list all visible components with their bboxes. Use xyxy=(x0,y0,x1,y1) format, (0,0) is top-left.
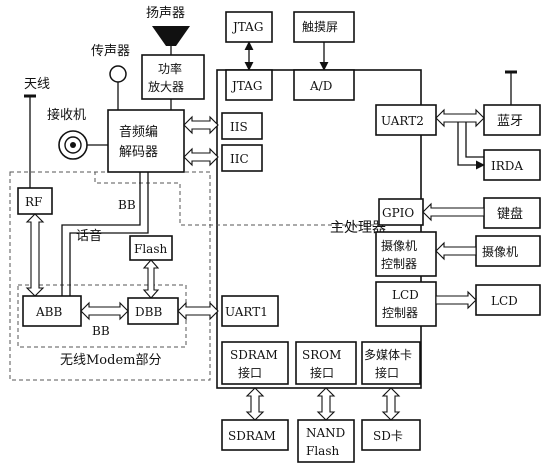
dbb-uart1-arrow xyxy=(177,301,219,321)
nand-flash-line1: NAND xyxy=(306,426,345,440)
wireless-modem-label: 无线Modem部分 xyxy=(60,353,161,368)
bluetooth-label: 蓝牙 xyxy=(497,114,523,129)
rf-label: RF xyxy=(25,195,42,209)
voice-wire-outer xyxy=(61,172,141,296)
sdram-box xyxy=(221,419,289,451)
irda-link xyxy=(457,122,485,170)
gpio-box xyxy=(378,198,424,226)
antenna-left-label: 天线 xyxy=(24,77,50,92)
sdram-if-line1: SDRAM xyxy=(230,348,278,362)
power-amp-line2: 放大器 xyxy=(148,79,184,94)
ad-box xyxy=(293,69,355,101)
uart2-box xyxy=(375,104,437,136)
abb-box xyxy=(22,295,82,327)
mmc-if-line1: 多媒体卡 xyxy=(364,348,412,362)
flash-label: Flash xyxy=(134,242,167,256)
srom-if-line2: 接口 xyxy=(310,365,334,380)
bb-lower-label: BB xyxy=(92,324,110,338)
abb-label: ABB xyxy=(35,305,62,319)
dbb-label: DBB xyxy=(135,305,162,319)
dbb-box xyxy=(127,297,179,325)
sd-card-label: SD卡 xyxy=(373,429,403,443)
lcd-controller-arrow xyxy=(435,290,477,310)
lcd-controller-line1: LCD xyxy=(392,288,419,302)
mmc-if-box xyxy=(361,341,421,385)
nand-flash-box xyxy=(297,419,355,463)
audio-codec-line1: 音频编 xyxy=(119,124,158,140)
camera-label: 摄像机 xyxy=(482,244,518,259)
power-amp-line1: 功率 xyxy=(158,61,182,76)
power-amp-box xyxy=(141,54,205,100)
camera-controller-arrow xyxy=(435,241,477,261)
uart1-box xyxy=(221,295,279,327)
iis-box xyxy=(221,112,263,140)
uart2-label: UART2 xyxy=(381,114,424,128)
voice-label: 话音 xyxy=(76,228,102,244)
sdram-if-box xyxy=(221,341,289,385)
iic-link-arrow xyxy=(183,147,219,167)
main-processor-label: 主处理器 xyxy=(330,220,386,236)
camera-controller-line2: 控制器 xyxy=(381,257,417,271)
jtag-port-label: JTAG xyxy=(230,79,262,93)
bb-upper-label: BB xyxy=(118,198,136,212)
speaker-icon xyxy=(152,26,190,46)
iic-box xyxy=(221,144,263,172)
keyboard-box xyxy=(483,197,541,229)
keyboard-label: 键盘 xyxy=(497,206,523,222)
lcd-controller-box xyxy=(375,281,437,327)
srom-if-box xyxy=(295,341,357,385)
srom-if-line1: SROM xyxy=(302,348,341,362)
jtag-top-label: JTAG xyxy=(231,20,263,34)
bluetooth-link-arrow xyxy=(435,108,485,128)
camera-controller-line1: 摄像机 xyxy=(381,238,417,253)
lcd-controller-line2: 控制器 xyxy=(382,306,418,320)
jtag-port-box xyxy=(225,69,273,101)
receiver-label: 接收机 xyxy=(47,107,86,123)
keyboard-gpio-arrow xyxy=(422,202,485,222)
ad-label: A/D xyxy=(309,79,332,93)
nand-flash-line2: Flash xyxy=(306,444,339,458)
microphone-label: 传声器 xyxy=(91,44,130,59)
camera-controller-box xyxy=(375,231,437,277)
audio-codec-line2: 解码器 xyxy=(119,145,158,160)
sd-card-box xyxy=(361,419,421,451)
lcd-label: LCD xyxy=(491,294,518,308)
sdram-if-line2: 接口 xyxy=(238,365,262,380)
irda-label: IRDA xyxy=(491,159,523,173)
irda-link-inner xyxy=(465,122,484,158)
irda-box xyxy=(483,149,541,181)
sd-link-arrow xyxy=(381,387,401,421)
mmc-if-line2: 接口 xyxy=(375,365,399,380)
iis-label: IIS xyxy=(230,120,248,134)
sdram-link-arrow xyxy=(245,387,265,421)
speaker-label: 扬声器 xyxy=(146,6,185,21)
abb-dbb-arrow xyxy=(80,301,129,321)
sdram-label: SDRAM xyxy=(228,429,276,443)
microphone-icon xyxy=(109,65,127,83)
flash-dbb-arrow xyxy=(142,259,160,299)
iic-label: IIC xyxy=(230,152,249,166)
iis-link-arrow xyxy=(183,115,219,135)
audio-codec-box xyxy=(107,109,185,173)
lcd-box xyxy=(475,284,541,316)
receiver-icon-core xyxy=(70,142,76,148)
uart1-label: UART1 xyxy=(225,305,268,319)
flash-box xyxy=(129,235,173,261)
gpio-label: GPIO xyxy=(382,206,414,220)
voice-wire-inner xyxy=(69,172,149,296)
touchscreen-label: 触摸屏 xyxy=(302,20,338,34)
bluetooth-box xyxy=(483,104,541,136)
rf-abb-arrow xyxy=(25,213,45,297)
nand-link-arrow xyxy=(316,387,336,421)
